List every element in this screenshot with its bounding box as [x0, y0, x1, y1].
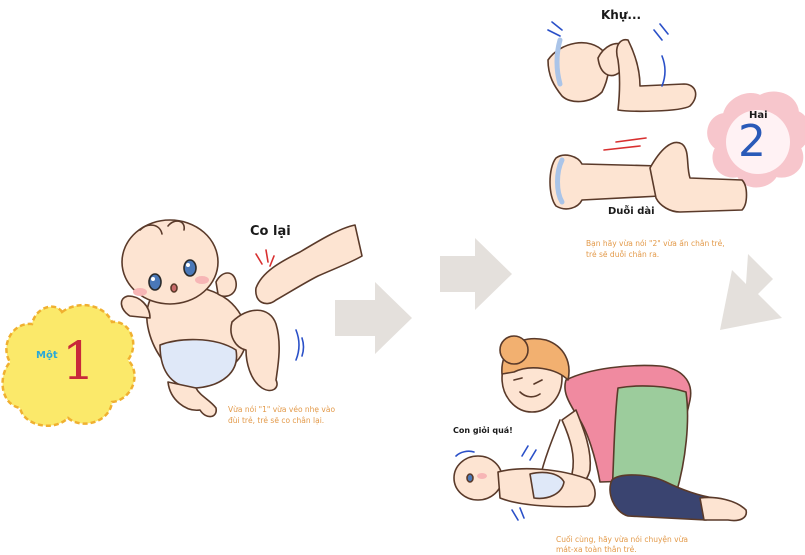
step2-caption-line2: trẻ sẽ duỗi chân ra.	[586, 249, 659, 260]
step1-badge-number: 1	[62, 334, 95, 390]
legs-bent-illustration	[548, 22, 696, 111]
step1-caption-line1: Vừa nói "1" vừa véo nhẹ vào	[228, 404, 335, 415]
step2-action-label: Duỗi dài	[608, 206, 655, 217]
arrow-step1-to-2b	[440, 238, 512, 310]
baby-illustration-step1	[121, 220, 362, 417]
step2-caption-line1: Bạn hãy vừa nói "2" vừa ấn chân trẻ,	[586, 238, 725, 249]
step3-speech-label: Con giỏi quá!	[453, 426, 513, 435]
step2-badge-number: 2	[738, 118, 766, 166]
step2-top-label: Khự...	[601, 8, 641, 22]
arrow-step2-to-3	[720, 254, 782, 330]
step1-caption-line2: đùi trẻ, trẻ sẽ co chân lại.	[228, 415, 324, 426]
step3-caption-line2: mát-xa toàn thân trẻ.	[556, 544, 637, 555]
arrow-step1-to-2	[335, 282, 412, 354]
step1-action-label: Co lại	[250, 224, 291, 239]
step1-badge-word: Một	[36, 350, 58, 361]
